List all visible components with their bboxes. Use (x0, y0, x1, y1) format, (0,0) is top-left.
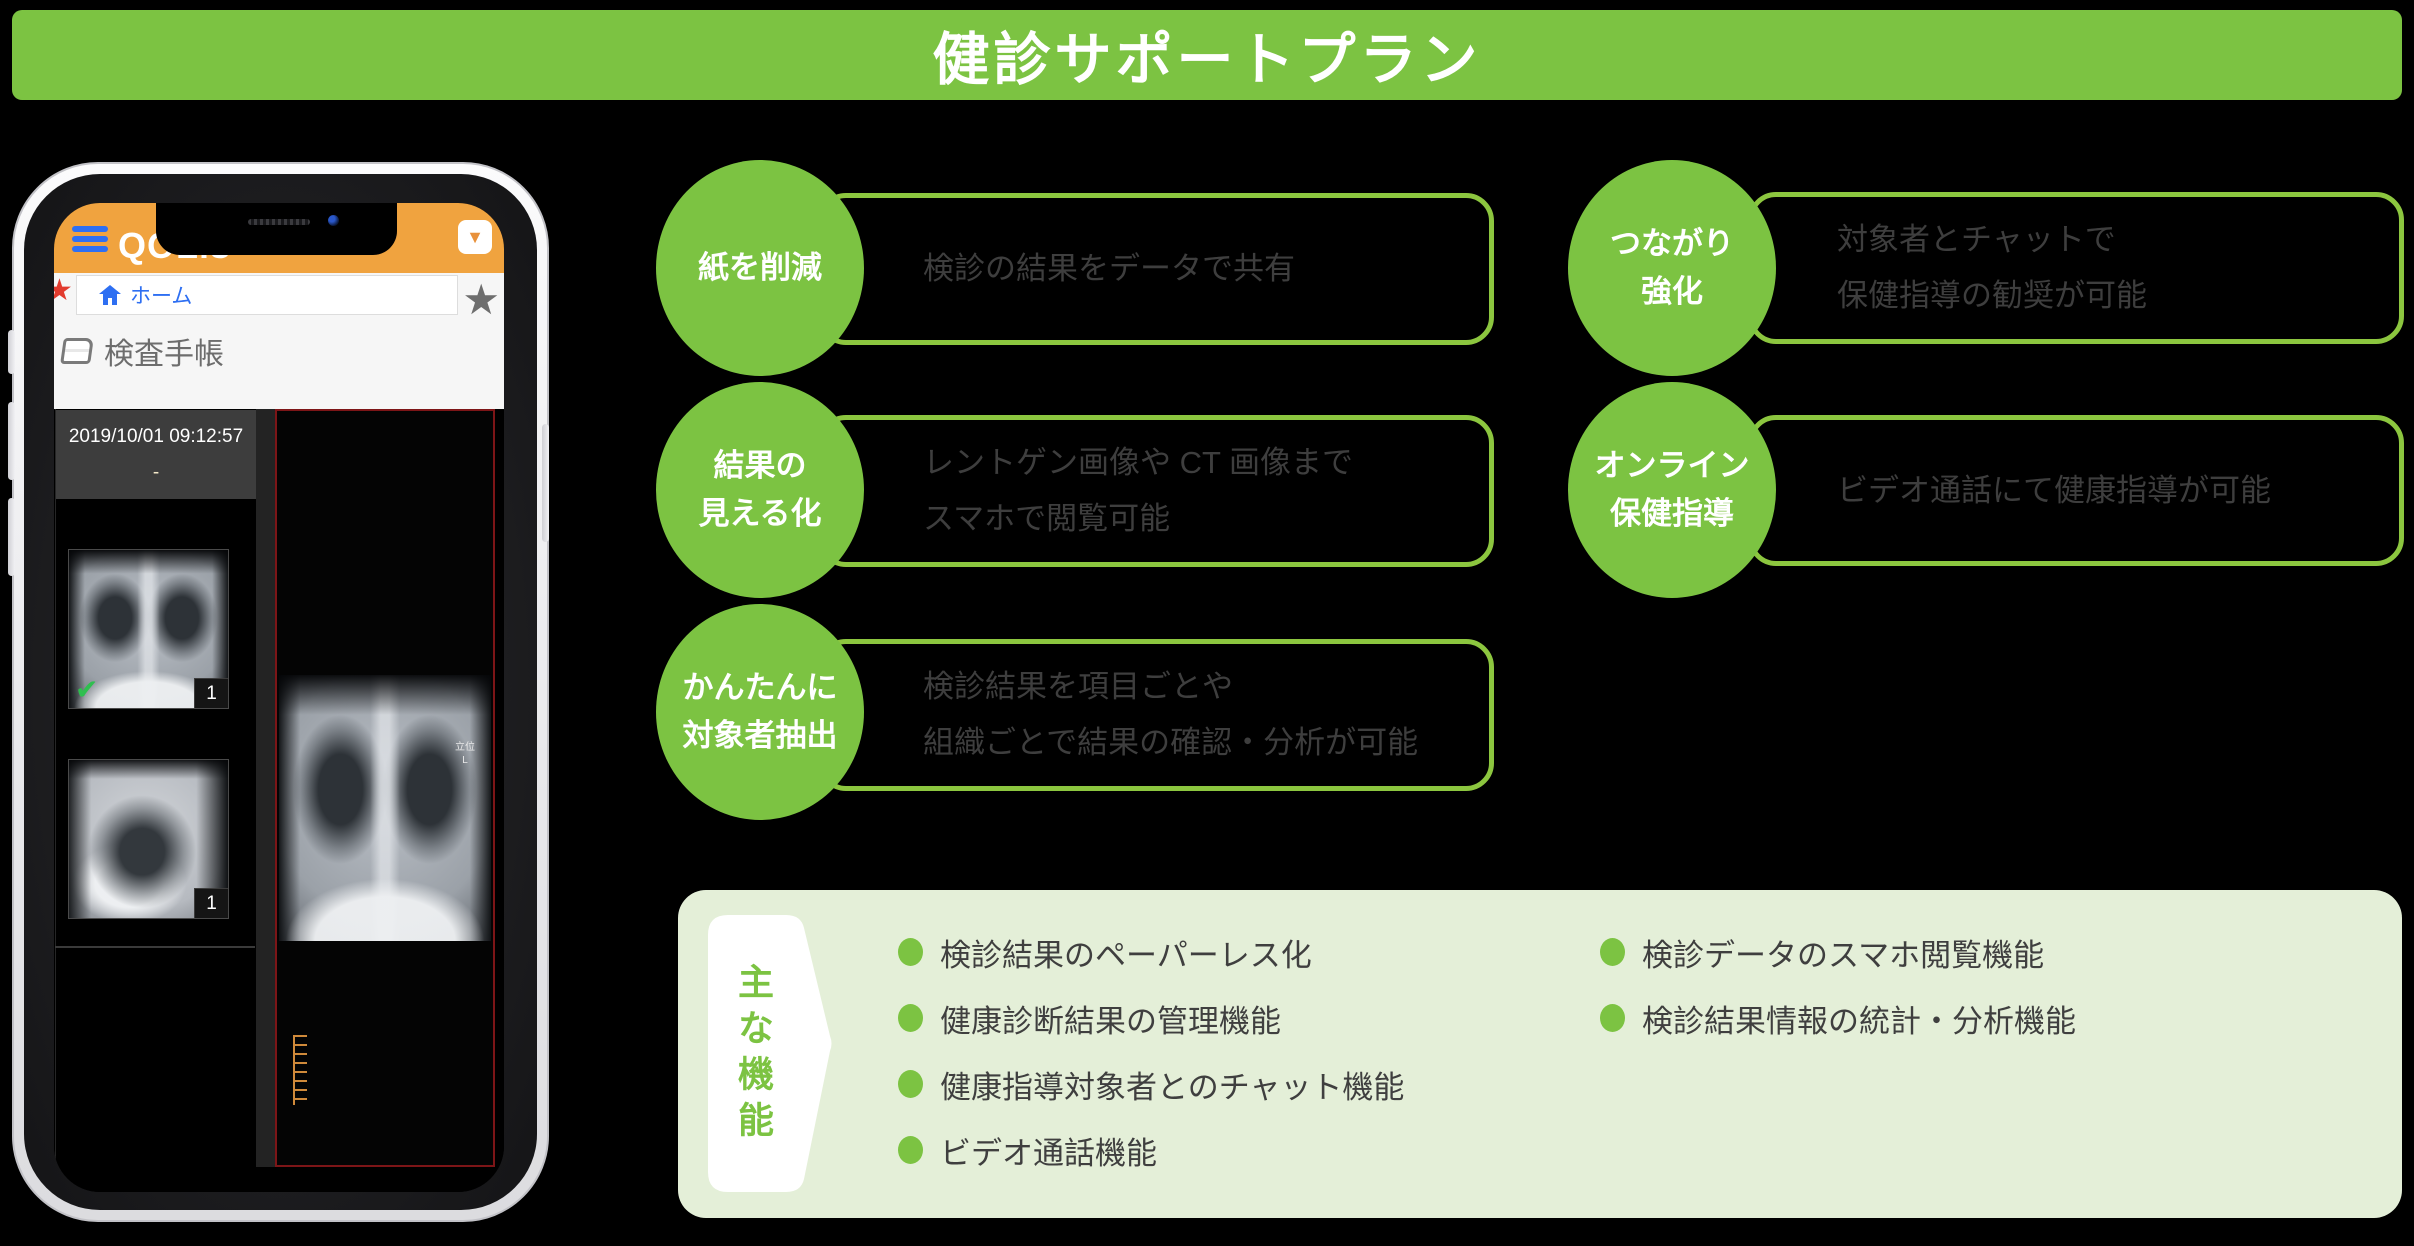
viewer-divider (256, 409, 275, 1167)
xray-viewer: 2019/10/01 09:12:57 - ✔ 1 1 立位 L (54, 409, 504, 1192)
page-heading-label: 検査手帳 (104, 338, 224, 371)
main-functions-panel (678, 890, 2402, 1218)
volume-up-button[interactable] (8, 402, 15, 480)
image-count-badge: 1 (194, 678, 228, 708)
study-subtitle: - (152, 462, 160, 483)
page-title: 健診サポートプラン (932, 28, 1482, 92)
page-heading: 検査手帳 (60, 329, 224, 373)
xray-thumbnail-lateral[interactable]: 1 (68, 759, 229, 919)
feature-bubble-connect: つながり 強化 (1568, 160, 1776, 376)
phone-mockup: QOLis ▼ ★ ホーム ★ (12, 162, 549, 1222)
xray-image-large: 立位 L (279, 675, 491, 1105)
xray-main-view[interactable]: 立位 L (275, 409, 495, 1167)
xray-thumbnail-frontal[interactable]: ✔ 1 (68, 549, 229, 709)
feature-desc: レントゲン画像や CT 画像まで スマホで閲覧可能 (923, 445, 1353, 536)
main-functions-label: 主な機能 (733, 963, 774, 1147)
main-functions-tag (708, 915, 832, 1192)
hamburger-menu-icon[interactable] (72, 226, 108, 252)
feature-box-online-guidance: ビデオ通話にて健康指導が可能 (1748, 415, 2404, 566)
feature-bubble-extract: かんたんに 対象者抽出 (656, 604, 864, 820)
bullet-dot-icon (898, 938, 923, 966)
feature-box-visualize: レントゲン画像や CT 画像まで スマホで閲覧可能 (818, 415, 1494, 567)
list-item-label: 健康診断結果の管理機能 (940, 1003, 1281, 1039)
feature-bubble-paperless: 紙を削減 (656, 160, 864, 376)
list-item: 健康指導対象者とのチャット機能 (898, 1064, 1405, 1105)
phone-screen: QOLis ▼ ★ ホーム ★ (54, 203, 504, 1192)
mute-switch[interactable] (8, 330, 15, 374)
speaker-grille-icon (248, 219, 310, 225)
feature-desc: 対象者とチャットで 保健指導の勧奨が可能 (1837, 222, 2147, 313)
check-icon: ✔ (75, 674, 99, 705)
study-info-panel: 2019/10/01 09:12:57 - (56, 410, 256, 499)
list-item: 健康診断結果の管理機能 (898, 998, 1281, 1039)
list-item: ビデオ通話機能 (898, 1130, 1157, 1171)
title-banner: 健診サポートプラン (12, 10, 2402, 100)
thumbnail-row-divider (55, 946, 255, 948)
header-dropdown-button[interactable]: ▼ (458, 220, 492, 254)
feature-desc: ビデオ通話にて健康指導が可能 (1837, 472, 2271, 508)
list-item-label: 検診データのスマホ閲覧機能 (1642, 937, 2045, 973)
list-item: 検診データのスマホ閲覧機能 (1600, 932, 2045, 973)
list-item-label: 健康指導対象者とのチャット機能 (940, 1069, 1405, 1105)
list-item-label: 検診結果情報の統計・分析機能 (1642, 1003, 2076, 1039)
feature-box-connect: 対象者とチャットで 保健指導の勧奨が可能 (1748, 192, 2404, 344)
phone-notch (156, 203, 397, 255)
bullet-dot-icon (898, 1070, 923, 1098)
study-datetime: 2019/10/01 09:12:57 (68, 426, 244, 447)
feature-desc: 検診結果を項目ごとや 組織ごとで結果の確認・分析が可能 (923, 669, 1419, 760)
feature-box-paperless: 検診の結果をデータで共有 (818, 193, 1494, 345)
home-icon (99, 285, 121, 305)
bullet-dot-icon (898, 1004, 923, 1032)
feature-desc: 検診の結果をデータで共有 (923, 251, 1295, 287)
thumbnail-column-border (55, 409, 56, 1169)
xray-position-marker: 立位 L (455, 742, 475, 766)
list-item: 検診結果のペーパーレス化 (898, 932, 1312, 973)
power-button[interactable] (542, 424, 549, 542)
list-item-label: 検診結果のペーパーレス化 (940, 937, 1312, 973)
app-page-background: ★ ホーム ★ 検査手帳 (54, 273, 504, 409)
breadcrumb[interactable]: ホーム (76, 275, 458, 315)
feature-bubble-online-guidance: オンライン 保健指導 (1568, 382, 1776, 598)
measurement-ruler-icon (293, 1035, 307, 1105)
favorite-star-icon[interactable]: ★ (462, 276, 500, 323)
bookmark-star-red-icon[interactable]: ★ (54, 274, 73, 307)
volume-down-button[interactable] (8, 498, 15, 576)
list-item-label: ビデオ通話機能 (940, 1135, 1157, 1171)
front-camera-icon (328, 215, 339, 226)
image-count-badge: 1 (194, 888, 228, 918)
journal-icon (60, 338, 94, 364)
dropdown-arrow-icon: ▼ (466, 226, 484, 247)
feature-box-extract: 検診結果を項目ごとや 組織ごとで結果の確認・分析が可能 (818, 639, 1494, 791)
bullet-dot-icon (1600, 1004, 1625, 1032)
bullet-dot-icon (1600, 938, 1625, 966)
list-item: 検診結果情報の統計・分析機能 (1600, 998, 2076, 1039)
feature-bubble-visualize: 結果の 見える化 (656, 382, 864, 598)
bullet-dot-icon (898, 1136, 923, 1164)
breadcrumb-home-label: ホーム (130, 285, 193, 308)
